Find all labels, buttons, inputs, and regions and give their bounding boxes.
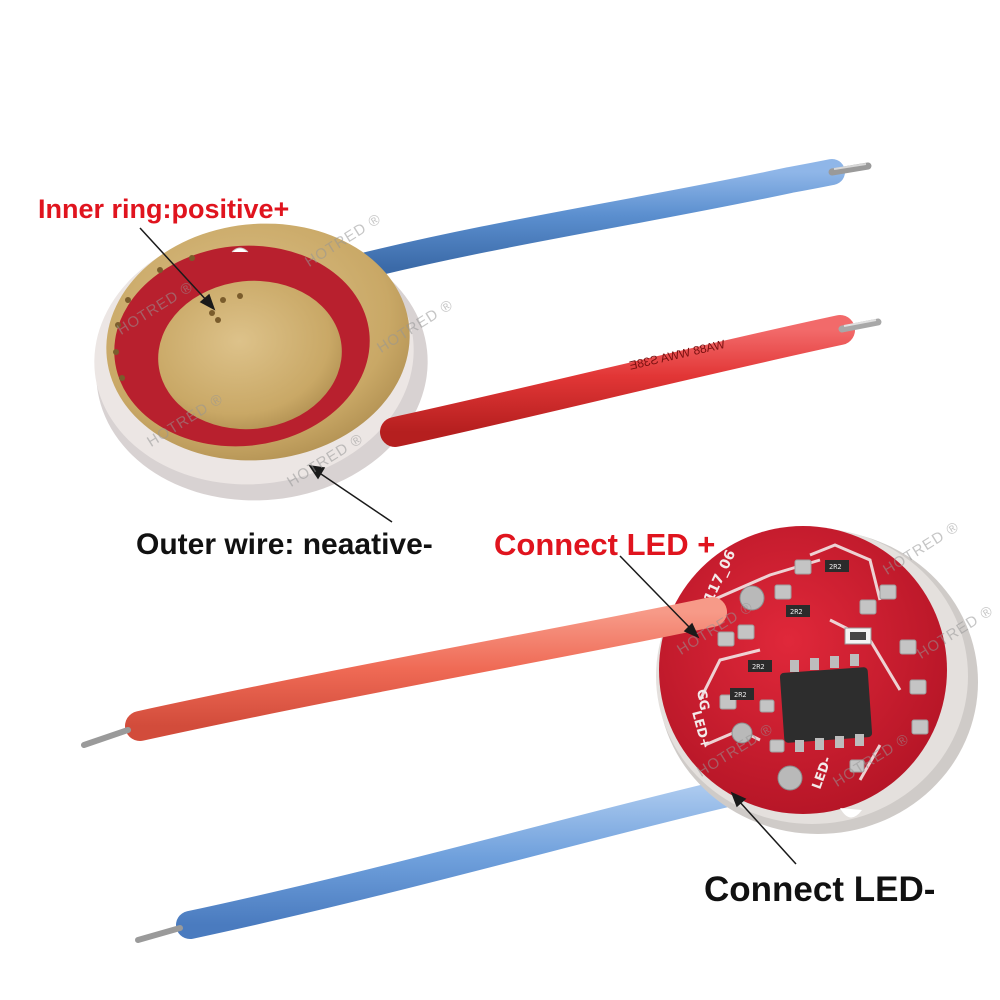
svg-text:2R2: 2R2 [790,608,803,616]
top-board [94,223,428,501]
connect-led-minus-label: Connect LED- [704,870,936,909]
top-blue-wire [342,159,872,281]
bottom-board: 2R2 2R2 2R2 2R2 [656,526,978,834]
resistors: 2R2 2R2 2R2 2R2 [730,560,872,700]
svg-text:2R2: 2R2 [752,663,765,671]
pcb-gg-label: GG [693,688,711,712]
svg-text:2R2: 2R2 [734,691,747,699]
inner-ring-label: Inner ring:positive+ [38,194,290,224]
top-red-wire: WA88 WWA S38E [380,315,882,447]
bottom-salmon-wire [81,597,727,748]
bottom-blue-wire [135,776,754,943]
svg-text:2R2: 2R2 [829,563,842,571]
pointer-lines [139,227,797,865]
driver-ic [779,654,873,752]
connect-led-plus-label: Connect LED + [494,527,716,562]
outer-wire-label: Outer wire: neaative- [136,528,433,561]
